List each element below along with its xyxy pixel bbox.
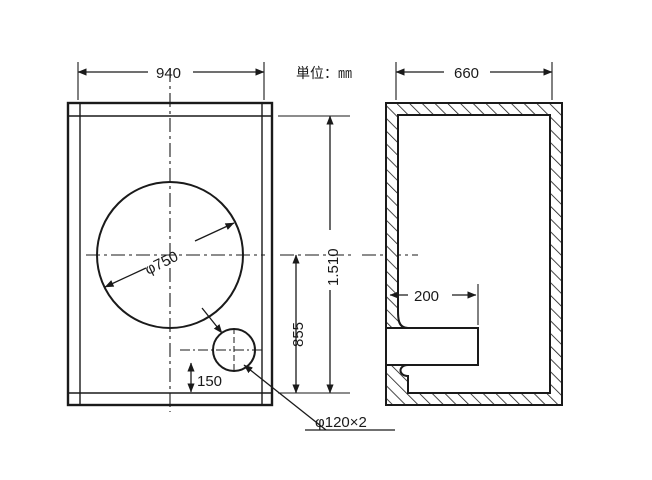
side-port-flare-lower bbox=[399, 364, 409, 377]
woofer-cutout bbox=[96, 181, 244, 329]
height-label: 1.510 bbox=[325, 248, 342, 286]
side-port-duct bbox=[386, 327, 479, 366]
port-leader-upper bbox=[201, 307, 223, 334]
woofer-diameter-arrow-upper bbox=[194, 222, 235, 242]
front-view: φ750 φ120×2 150 940 1.510 855 bbox=[66, 62, 418, 431]
woofer-diameter-arrow-lower bbox=[104, 267, 147, 288]
side-port-flare-upper bbox=[397, 309, 409, 329]
port-offset-label: 150 bbox=[197, 373, 222, 390]
port-diameter-label: φ120×2 bbox=[315, 414, 367, 431]
woofer-diameter-label: φ750 bbox=[142, 248, 181, 279]
port-leader-lower bbox=[243, 364, 327, 431]
port-height-label: 855 bbox=[290, 322, 307, 347]
depth-label: 660 bbox=[454, 65, 479, 82]
port-length-label: 200 bbox=[414, 288, 439, 305]
side-view: 660 200 bbox=[385, 62, 563, 406]
width-label: 940 bbox=[156, 65, 181, 82]
unit-label: 単位：㎜ bbox=[296, 65, 352, 81]
